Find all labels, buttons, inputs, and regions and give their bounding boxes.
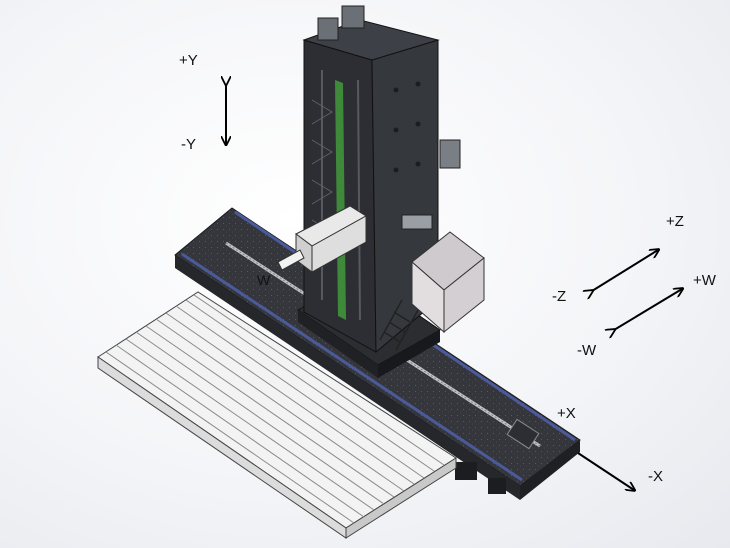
ladder	[379, 299, 419, 351]
z-axis-arrow	[592, 250, 658, 291]
x-axis-arrow	[577, 452, 634, 490]
label-minus-y: -Y	[181, 136, 196, 153]
label-minus-x: -X	[648, 468, 663, 485]
column-top-bracket	[317, 17, 339, 41]
rail-front	[181, 252, 523, 482]
column-top-bracket	[341, 5, 365, 29]
side-bracket	[401, 214, 433, 230]
label-minus-w: -W	[577, 342, 597, 359]
base-foot	[488, 478, 506, 494]
label-plus-z: +Z	[666, 213, 684, 230]
column-guide-rail	[335, 80, 346, 320]
label-plus-x: +X	[557, 405, 576, 422]
label-plus-w: +W	[693, 272, 716, 289]
label-w-spindle: W	[257, 272, 271, 288]
side-housing	[379, 231, 485, 351]
label-minus-z: -Z	[552, 288, 567, 305]
base-foot	[455, 462, 477, 480]
spindle-ram	[277, 249, 305, 271]
side-bracket	[439, 139, 461, 169]
w-axis-arrow	[614, 289, 682, 330]
worktable	[97, 291, 457, 539]
spindle-head	[277, 205, 367, 273]
label-plus-y: +Y	[179, 52, 198, 69]
x-motor	[506, 418, 540, 450]
